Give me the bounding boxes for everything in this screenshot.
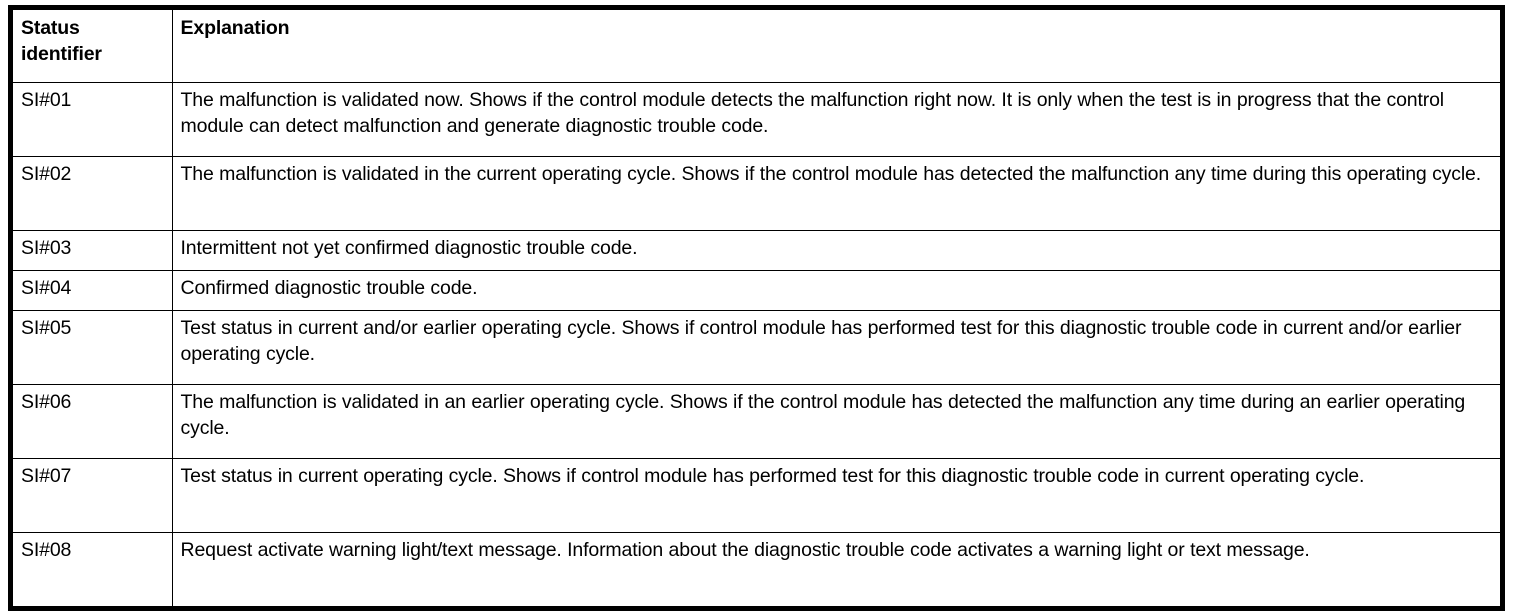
cell-status-identifier: SI#05: [10, 310, 173, 385]
table-row: SI#03 Intermittent not yet confirmed dia…: [10, 230, 1504, 271]
table-body: SI#01 The malfunction is validated now. …: [10, 82, 1504, 609]
table-row: SI#04 Confirmed diagnostic trouble code.: [10, 270, 1504, 311]
cell-status-identifier: SI#06: [10, 384, 173, 459]
column-header-status-identifier-line-2: identifier: [21, 42, 102, 65]
table-row: SI#08 Request activate warning light/tex…: [10, 532, 1504, 609]
cell-status-identifier: SI#04: [10, 270, 173, 311]
column-header-explanation: Explanation: [171, 7, 1504, 83]
table-row: SI#06 The malfunction is validated in an…: [10, 384, 1504, 459]
cell-explanation: Request activate warning light/text mess…: [171, 532, 1504, 609]
table-row: SI#01 The malfunction is validated now. …: [10, 82, 1504, 157]
cell-explanation: Test status in current and/or earlier op…: [171, 310, 1504, 385]
column-header-status-identifier: Status identifier: [10, 7, 173, 83]
cell-status-identifier: SI#07: [10, 458, 173, 533]
cell-explanation: The malfunction is validated in an earli…: [171, 384, 1504, 459]
cell-explanation: Confirmed diagnostic trouble code.: [171, 270, 1504, 311]
status-identifier-table: Status identifier Explanation SI#01 The …: [8, 5, 1505, 611]
table-header: Status identifier Explanation: [10, 7, 1504, 83]
cell-status-identifier: SI#02: [10, 156, 173, 231]
cell-status-identifier: SI#03: [10, 230, 173, 271]
cell-explanation: The malfunction is validated now. Shows …: [171, 82, 1504, 157]
cell-explanation: Intermittent not yet confirmed diagnosti…: [171, 230, 1504, 271]
table-header-row: Status identifier Explanation: [10, 7, 1504, 83]
table-row: SI#05 Test status in current and/or earl…: [10, 310, 1504, 385]
cell-status-identifier: SI#01: [10, 82, 173, 157]
cell-explanation: The malfunction is validated in the curr…: [171, 156, 1504, 231]
cell-status-identifier: SI#08: [10, 532, 173, 609]
table-row: SI#02 The malfunction is validated in th…: [10, 156, 1504, 231]
cell-explanation: Test status in current operating cycle. …: [171, 458, 1504, 533]
table-row: SI#07 Test status in current operating c…: [10, 458, 1504, 533]
column-header-status-identifier-line-1: Status: [21, 17, 80, 39]
